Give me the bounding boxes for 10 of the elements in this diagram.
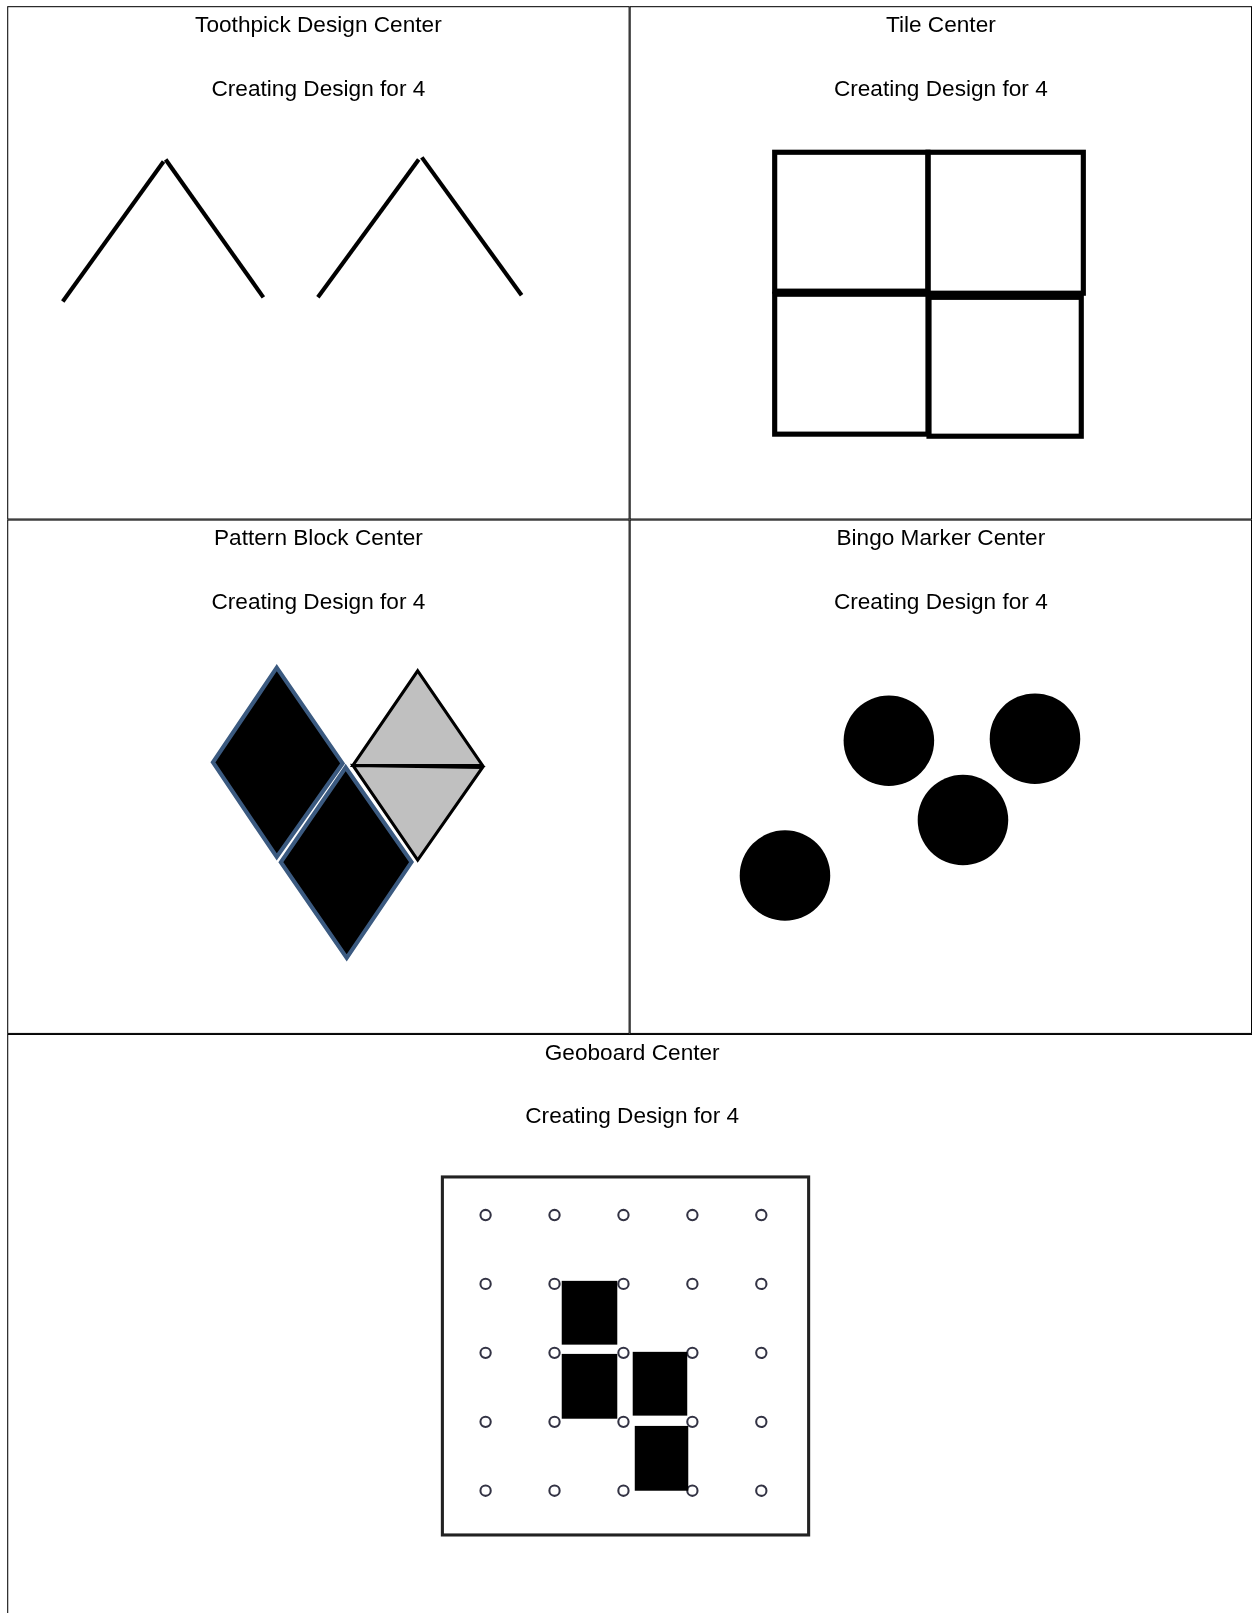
cell-heading: Pattern Block Center xyxy=(214,524,423,552)
cell-heading: Tile Center xyxy=(885,11,996,39)
cell-subheading: Creating Design for 4 xyxy=(211,588,426,616)
cell-heading: Bingo Marker Center xyxy=(836,524,1046,552)
cell-subheading: Creating Design for 4 xyxy=(525,1102,740,1130)
cell-subheading: Creating Design for 4 xyxy=(833,75,1048,102)
cell-subheading: Creating Design for 4 xyxy=(211,75,426,102)
cell-heading: Toothpick Design Center xyxy=(195,11,442,39)
cell-subheading: Creating Design for 4 xyxy=(833,588,1048,616)
cell-heading: Geoboard Center xyxy=(544,1039,720,1066)
